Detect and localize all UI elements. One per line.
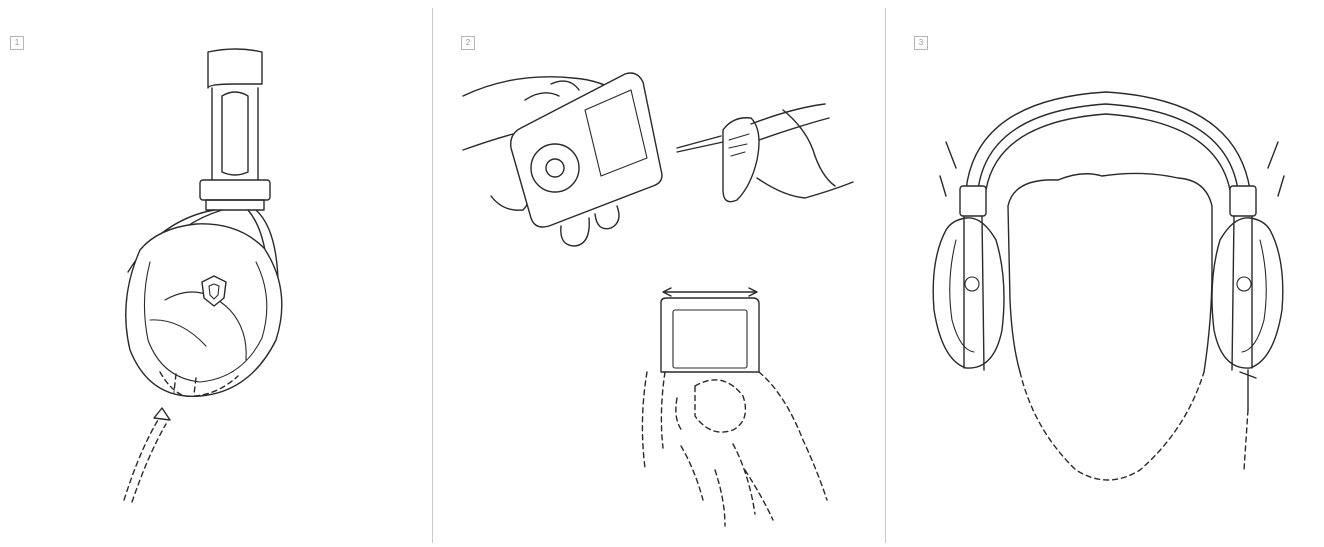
step-1-panel: 1 — [0, 0, 432, 547]
headphone-side-view-illustration — [0, 0, 432, 547]
step-2-panel: 2 — [433, 0, 885, 547]
player-connection-illustration — [433, 0, 885, 547]
head-wearing-headphones-illustration — [886, 0, 1324, 547]
step-3-panel: 3 — [886, 0, 1324, 547]
